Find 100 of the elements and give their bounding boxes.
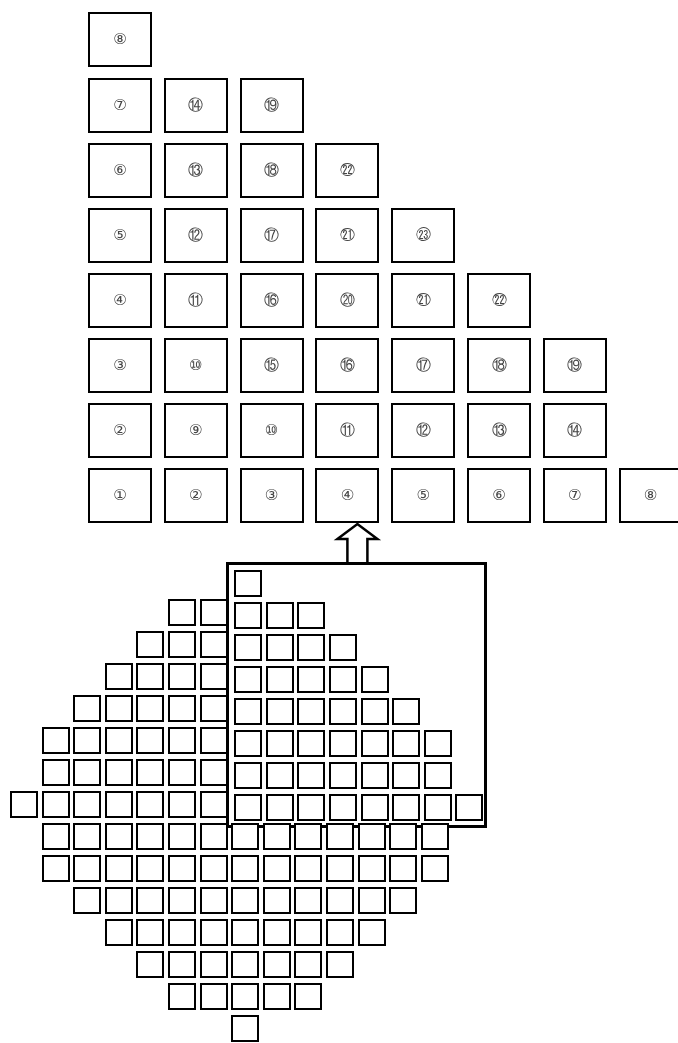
cell-number: ⑧ [113, 32, 127, 47]
square-box [136, 919, 165, 946]
square-box [199, 663, 228, 690]
cell-number: ⑦ [568, 488, 582, 503]
square-box [423, 794, 452, 821]
square-box [357, 823, 386, 850]
square-box [168, 887, 196, 914]
cell-number: ⑬ [188, 163, 204, 178]
square-box [262, 919, 291, 946]
numbered-cell [467, 403, 531, 458]
square-box [329, 730, 357, 757]
square-box [104, 855, 133, 882]
numbered-cell [467, 273, 531, 328]
square-box [265, 762, 294, 789]
square-box [234, 602, 263, 629]
cell-number: ㉑ [339, 228, 355, 243]
square-box [199, 855, 228, 882]
square-box [73, 695, 102, 722]
square-box [262, 855, 291, 882]
square-box [389, 823, 418, 850]
numbered-cell [391, 208, 456, 263]
square-box [168, 599, 196, 626]
square-box [423, 762, 452, 789]
square-box [168, 663, 196, 690]
numbered-cell [391, 403, 456, 458]
square-box [420, 855, 449, 882]
numbered-cell [163, 338, 228, 393]
square-box [294, 983, 323, 1010]
numbered-cell [618, 468, 678, 523]
square-box [360, 666, 389, 693]
square-box [168, 791, 196, 818]
numbered-cell [163, 403, 228, 458]
numbered-cell [163, 208, 228, 263]
cell-number: ⑥ [113, 163, 127, 178]
square-box [199, 791, 228, 818]
square-box [199, 631, 228, 658]
square-box [41, 855, 70, 882]
square-box [136, 823, 165, 850]
cell-number: ㉓ [415, 228, 431, 243]
numbered-cell [163, 273, 228, 328]
square-box [41, 791, 70, 818]
square-box [392, 794, 421, 821]
square-box [326, 919, 354, 946]
square-box [262, 951, 291, 978]
square-box [234, 794, 263, 821]
numbered-cell [239, 338, 304, 393]
square-box [329, 698, 357, 725]
numbered-cell [88, 273, 152, 328]
square-box [104, 695, 133, 722]
square-box [357, 919, 386, 946]
cell-number: ④ [113, 293, 127, 308]
square-box [199, 823, 228, 850]
square-box [104, 663, 133, 690]
block-arrow [333, 522, 382, 564]
square-box [168, 759, 196, 786]
square-box [199, 887, 228, 914]
square-box [234, 762, 263, 789]
square-box [357, 855, 386, 882]
numbered-cell [542, 403, 607, 458]
square-box [104, 727, 133, 754]
highlight-frame [226, 562, 487, 828]
square-box [294, 951, 323, 978]
square-box [357, 887, 386, 914]
square-box [136, 663, 165, 690]
square-box [41, 727, 70, 754]
cell-number: ⑭ [188, 98, 204, 113]
square-box [329, 634, 357, 661]
numbered-cell [315, 338, 380, 393]
numbered-cell [163, 143, 228, 198]
cell-number: ⑫ [415, 423, 431, 438]
square-box [73, 727, 102, 754]
numbered-cell [315, 273, 380, 328]
square-box [104, 919, 133, 946]
square-box [326, 855, 354, 882]
cell-number: ⑫ [188, 228, 204, 243]
square-box [199, 951, 228, 978]
square-box [297, 730, 326, 757]
square-box [297, 666, 326, 693]
cell-number: ⑰ [264, 228, 280, 243]
square-box [262, 823, 291, 850]
cell-number: ㉒ [491, 293, 507, 308]
square-box [420, 823, 449, 850]
square-box [234, 634, 263, 661]
square-box [10, 791, 38, 818]
cell-number: ⑭ [567, 423, 583, 438]
numbered-cell [163, 78, 228, 133]
numbered-cell [391, 273, 456, 328]
square-box [104, 823, 133, 850]
cell-number: ⑲ [264, 98, 280, 113]
square-box [392, 762, 421, 789]
cell-number: ⑱ [264, 163, 280, 178]
square-box [104, 759, 133, 786]
cell-number: ⑰ [415, 358, 431, 373]
square-box [73, 759, 102, 786]
cell-number: ⑲ [567, 358, 583, 373]
square-box [199, 695, 228, 722]
cell-number: ⑩ [264, 423, 279, 438]
square-box [265, 602, 294, 629]
square-box [136, 759, 165, 786]
square-box [136, 887, 165, 914]
